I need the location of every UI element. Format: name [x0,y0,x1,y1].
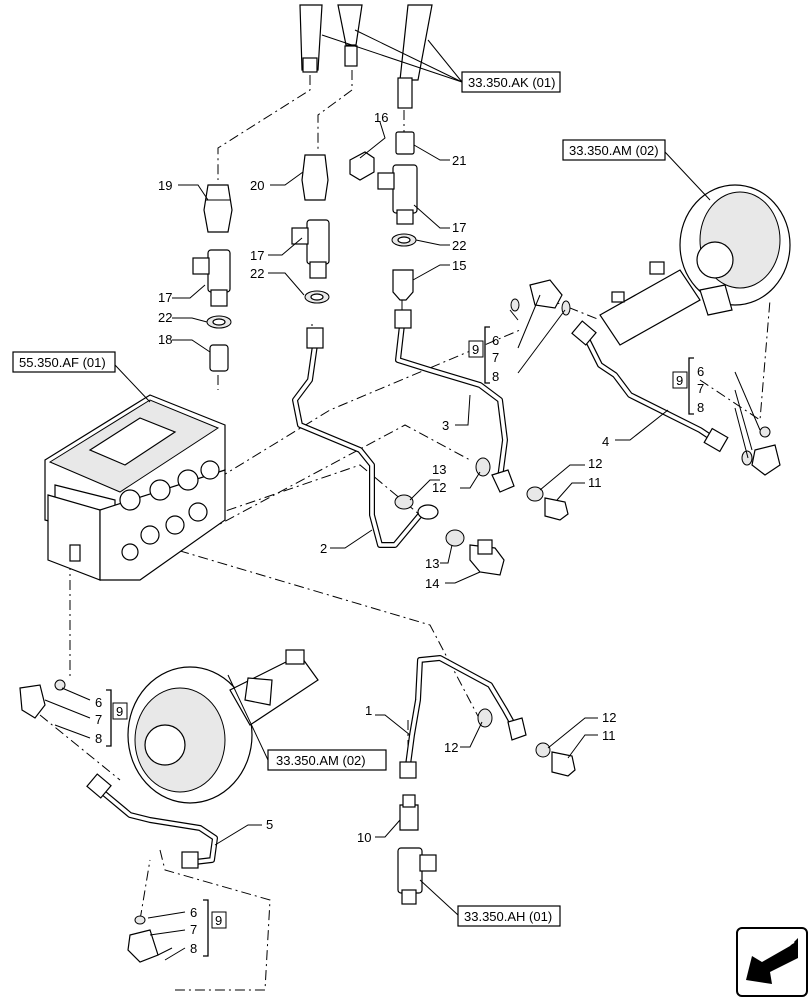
tube-1 [399,655,527,779]
callout-2: 2 [320,541,327,556]
center-lines [39,70,771,991]
kit-2-item-a: 6 [697,364,704,379]
callout-17-left: 17 [158,290,172,305]
callout-12-lower-right: 12 [602,710,616,725]
callout-22-left: 22 [158,310,172,325]
tube-5 [86,773,218,869]
seals-upper [394,457,544,547]
cap-16 [349,151,375,181]
bolt-11-upper [544,497,569,521]
elbow-fitting-left [19,679,66,719]
reference-33-350-ah[interactable]: 33.350.AH (01) [457,905,561,927]
fitting-10 [399,794,419,831]
bolt-11-lower [551,751,576,777]
kit-2-number: 9 [676,373,683,388]
callout-13-upper: 13 [432,462,446,477]
leader-lines [44,29,761,961]
valve-block [44,394,226,581]
callout-18: 18 [158,332,172,347]
reference-33-350-ak[interactable]: 33.350.AK (01) [461,71,561,93]
kit-bottom: 9 6 7 8 [190,899,227,957]
callout-12-upper-left: 12 [432,480,446,495]
reference-55-350-af[interactable]: 55.350.AF (01) [12,351,116,373]
washer-22-left [206,315,232,329]
kit-left: 9 6 7 8 [95,689,128,747]
kit-1-item-c: 8 [492,369,499,384]
kit-3-item-c: 8 [95,731,102,746]
elbow-fitting-upper [510,279,571,316]
callout-numbers: 19 20 17 22 18 17 22 16 21 17 22 15 3 4 … [158,110,616,845]
nut-18 [209,344,229,372]
callout-17-right: 17 [452,220,466,235]
tube-3 [394,309,515,493]
elbow-fitting-right [741,426,781,476]
reference-label: 33.350.AM (02) [569,143,659,158]
elbow-fitting-bottom [127,915,173,963]
callout-4: 4 [602,434,609,449]
fitting-tee-17-mid [291,219,330,279]
reference-label: 33.350.AK (01) [468,75,555,90]
callout-13-lower: 13 [425,556,439,571]
kit-4-item-c: 8 [190,941,197,956]
kit-2-item-b: 7 [697,381,704,396]
kit-1-number: 9 [472,342,479,357]
kit-right: 9 6 7 8 [672,357,704,415]
callout-22-mid: 22 [250,266,264,281]
brake-chamber-lower [127,649,319,804]
callout-22-right: 22 [452,238,466,253]
kit-4-number: 9 [215,913,222,928]
reference-label: 33.350.AH (01) [464,909,552,924]
callout-12-lower-left: 12 [444,740,458,755]
callout-15: 15 [452,258,466,273]
callout-19: 19 [158,178,172,193]
callout-10: 10 [357,830,371,845]
callout-3: 3 [442,418,449,433]
fitting-tee-lower [397,847,437,905]
kit-4-item-b: 7 [190,922,197,937]
callout-17-mid: 17 [250,248,264,263]
kit-3-item-b: 7 [95,712,102,727]
callout-21: 21 [452,153,466,168]
kit-3-item-a: 6 [95,695,102,710]
fitting-19 [203,184,233,233]
callout-16: 16 [374,110,388,125]
callout-11-lower: 11 [602,728,616,743]
tube-2 [292,327,439,548]
fitting-21 [395,131,415,155]
reference-33-350-am-upper[interactable]: 33.350.AM (02) [562,139,666,161]
upper-hoses [299,4,433,109]
fitting-20 [301,154,329,201]
kit-3-number: 9 [116,704,123,719]
kit-upper-middle: 9 6 7 8 [468,326,499,384]
kit-1-item-a: 6 [492,333,499,348]
callout-1: 1 [365,703,372,718]
kit-2-item-c: 8 [697,400,704,415]
callout-20: 20 [250,178,264,193]
fitting-tee-17-left [192,249,231,307]
reference-label: 33.350.AM (02) [276,753,366,768]
washer-22-mid [304,290,330,304]
callout-12-upper-right: 12 [588,456,602,471]
reference-label: 55.350.AF (01) [19,355,106,370]
callout-11-upper: 11 [588,475,602,490]
tube-4 [571,320,729,453]
fitting-15 [392,269,414,301]
reference-33-350-am-lower[interactable]: 33.350.AM (02) [267,749,387,771]
callout-14: 14 [425,576,439,591]
arrow-left-down-icon[interactable] [736,927,808,997]
bolt-14 [469,539,505,576]
fitting-tee-17-right [377,164,418,225]
brake-chamber-upper [599,184,791,346]
washer-22-right [391,233,417,247]
kit-1-item-b: 7 [492,350,499,365]
kit-4-item-a: 6 [190,905,197,920]
callout-5: 5 [266,817,273,832]
